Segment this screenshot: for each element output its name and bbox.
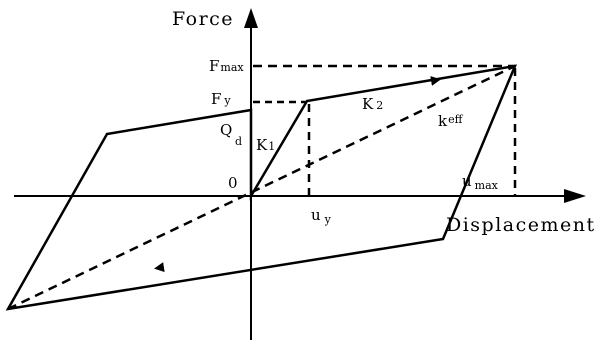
displacement-axis-arrowhead (564, 189, 586, 203)
keff-label: keff (438, 112, 464, 130)
k1-label-main: K (256, 136, 268, 154)
umax-label-sub: max (475, 179, 499, 192)
fy-label-sub: y (223, 94, 231, 107)
origin-label: 0 (228, 174, 238, 192)
umax-label-main: u (462, 172, 472, 190)
keff-label-main: k (438, 112, 448, 130)
k2-label-sub: 2 (376, 99, 383, 112)
effective-stiffness-line (7, 64, 516, 311)
fmax-label: Fmax (209, 57, 244, 75)
uy-label-main: u (311, 206, 321, 224)
unloading-direction-arrow (154, 262, 165, 273)
k1-label-sub: 1 (268, 140, 275, 153)
force-axis-arrowhead (244, 8, 258, 28)
k2-label-main: K (362, 95, 374, 113)
hysteresis-loop (5, 64, 518, 311)
k1-label: K1 (256, 136, 275, 154)
qd-label-main: Q (220, 121, 232, 139)
qd-label-sub: d (235, 135, 242, 148)
y-axis-label: Force (172, 8, 234, 30)
qd-label: Q d (220, 120, 242, 148)
x-axis-label: Displacement (446, 214, 596, 236)
fmax-label-main: F (209, 57, 219, 75)
keff-label-sub: eff (448, 113, 464, 126)
fmax-label-sub: max (220, 61, 244, 74)
fy-label-main: F (211, 90, 221, 108)
uy-label-sub: y (324, 213, 332, 226)
